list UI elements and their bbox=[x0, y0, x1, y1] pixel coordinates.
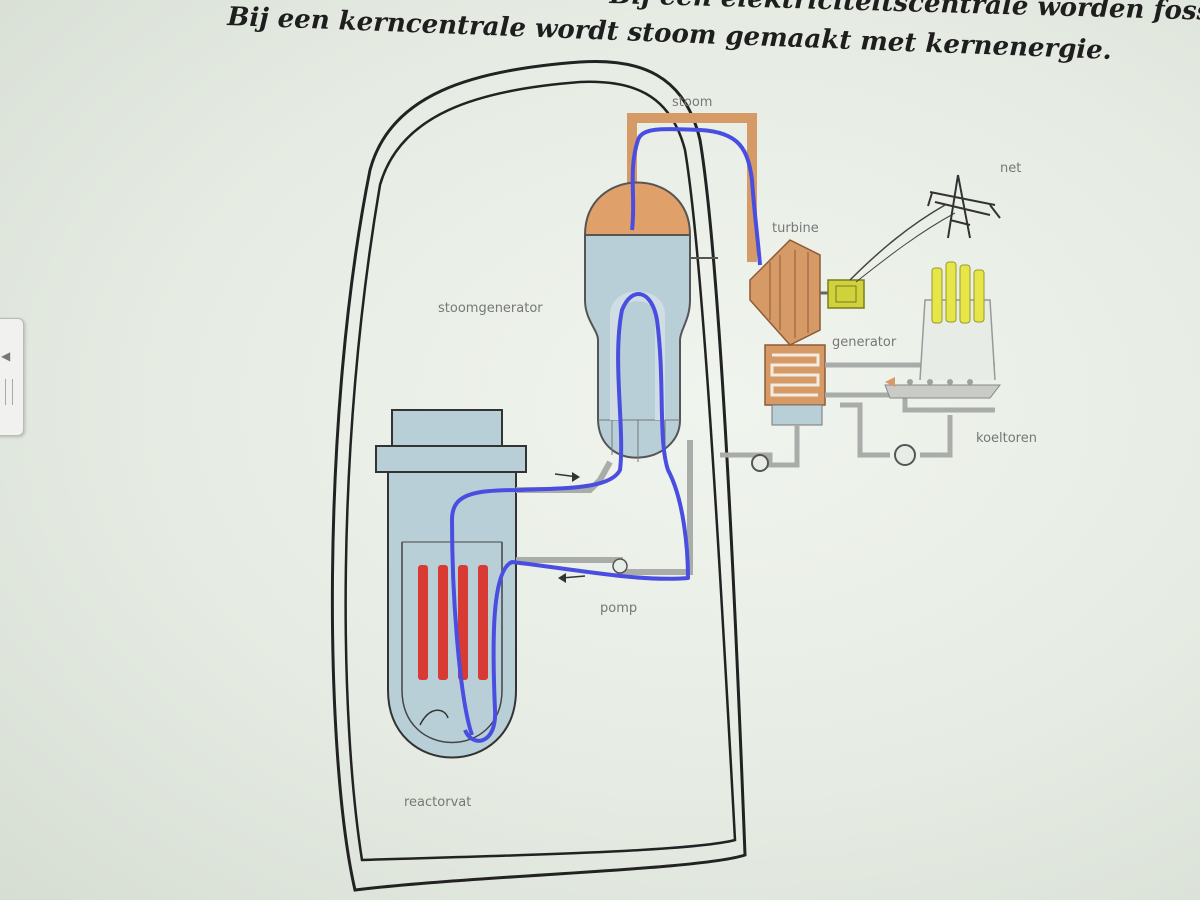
fuel-rods bbox=[418, 565, 488, 680]
label-reactorvat: reactorvat bbox=[404, 795, 471, 810]
cooling-tower bbox=[884, 261, 1002, 399]
generator bbox=[827, 279, 865, 309]
label-stoom: stoom bbox=[672, 95, 712, 110]
label-generator: generator bbox=[832, 335, 897, 350]
blue-primary-loop bbox=[450, 292, 690, 743]
side-panel-tab[interactable]: ◀ bbox=[0, 318, 24, 436]
label-pomp: pomp bbox=[600, 601, 637, 616]
label-turbine: turbine bbox=[772, 221, 819, 236]
power-line bbox=[849, 204, 946, 281]
primary-pump bbox=[612, 558, 628, 574]
tab-grip bbox=[5, 379, 13, 405]
triangle-left-icon: ◀ bbox=[1, 349, 11, 363]
cold-leg-arrowhead bbox=[558, 573, 566, 583]
condenser bbox=[764, 344, 826, 406]
hot-leg-arrowhead bbox=[572, 472, 580, 482]
turbine bbox=[749, 239, 821, 346]
cooling-pipes bbox=[720, 362, 995, 468]
label-stoomgenerator: stoomgenerator bbox=[438, 301, 543, 316]
label-net: net bbox=[1000, 161, 1021, 176]
containment-inner-line bbox=[344, 80, 737, 862]
steam-generator bbox=[583, 181, 692, 462]
reactor-vessel bbox=[375, 409, 527, 759]
feedwater-pump bbox=[751, 454, 769, 472]
power-line-2 bbox=[855, 212, 956, 283]
containment-outer-line bbox=[330, 59, 747, 892]
cooling-pump bbox=[894, 444, 916, 466]
pylon bbox=[927, 174, 1001, 239]
condensate-tank bbox=[771, 404, 823, 426]
reactor-flow-arrow bbox=[419, 709, 449, 726]
blue-steam-line bbox=[630, 127, 762, 266]
label-koeltoren: koeltoren bbox=[976, 431, 1037, 446]
